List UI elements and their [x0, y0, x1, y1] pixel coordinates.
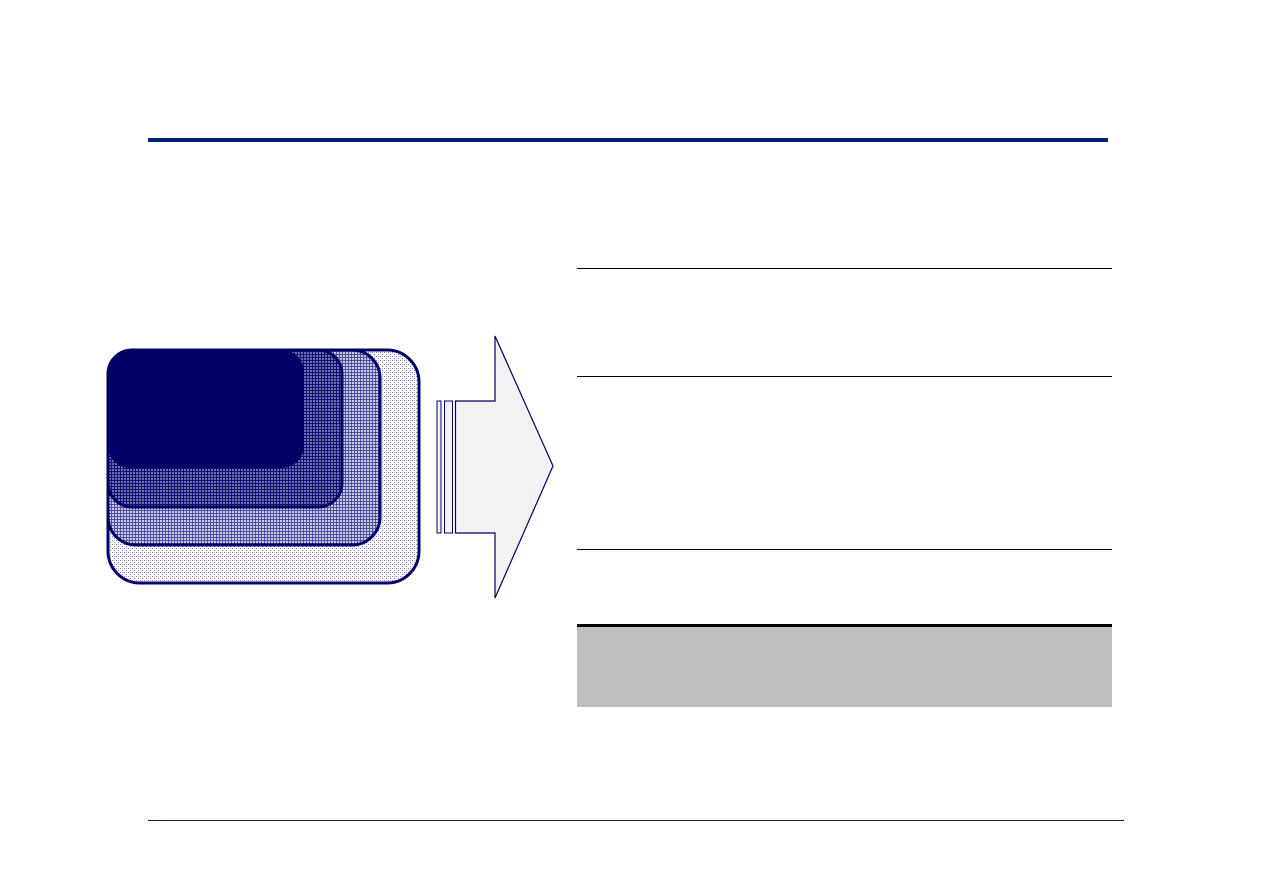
table-row-divider — [577, 549, 1112, 550]
footer-rule — [148, 820, 1124, 821]
title-rule — [148, 138, 1108, 142]
layer-core — [108, 350, 304, 468]
table-row-divider — [577, 268, 1112, 269]
table-row-divider — [577, 376, 1112, 377]
summary-box — [577, 624, 1112, 707]
striped-arrow — [436, 335, 554, 599]
arrow-body — [454, 335, 554, 599]
arrow-stripe-2 — [444, 400, 453, 534]
arrow-stripe-1 — [436, 400, 442, 534]
